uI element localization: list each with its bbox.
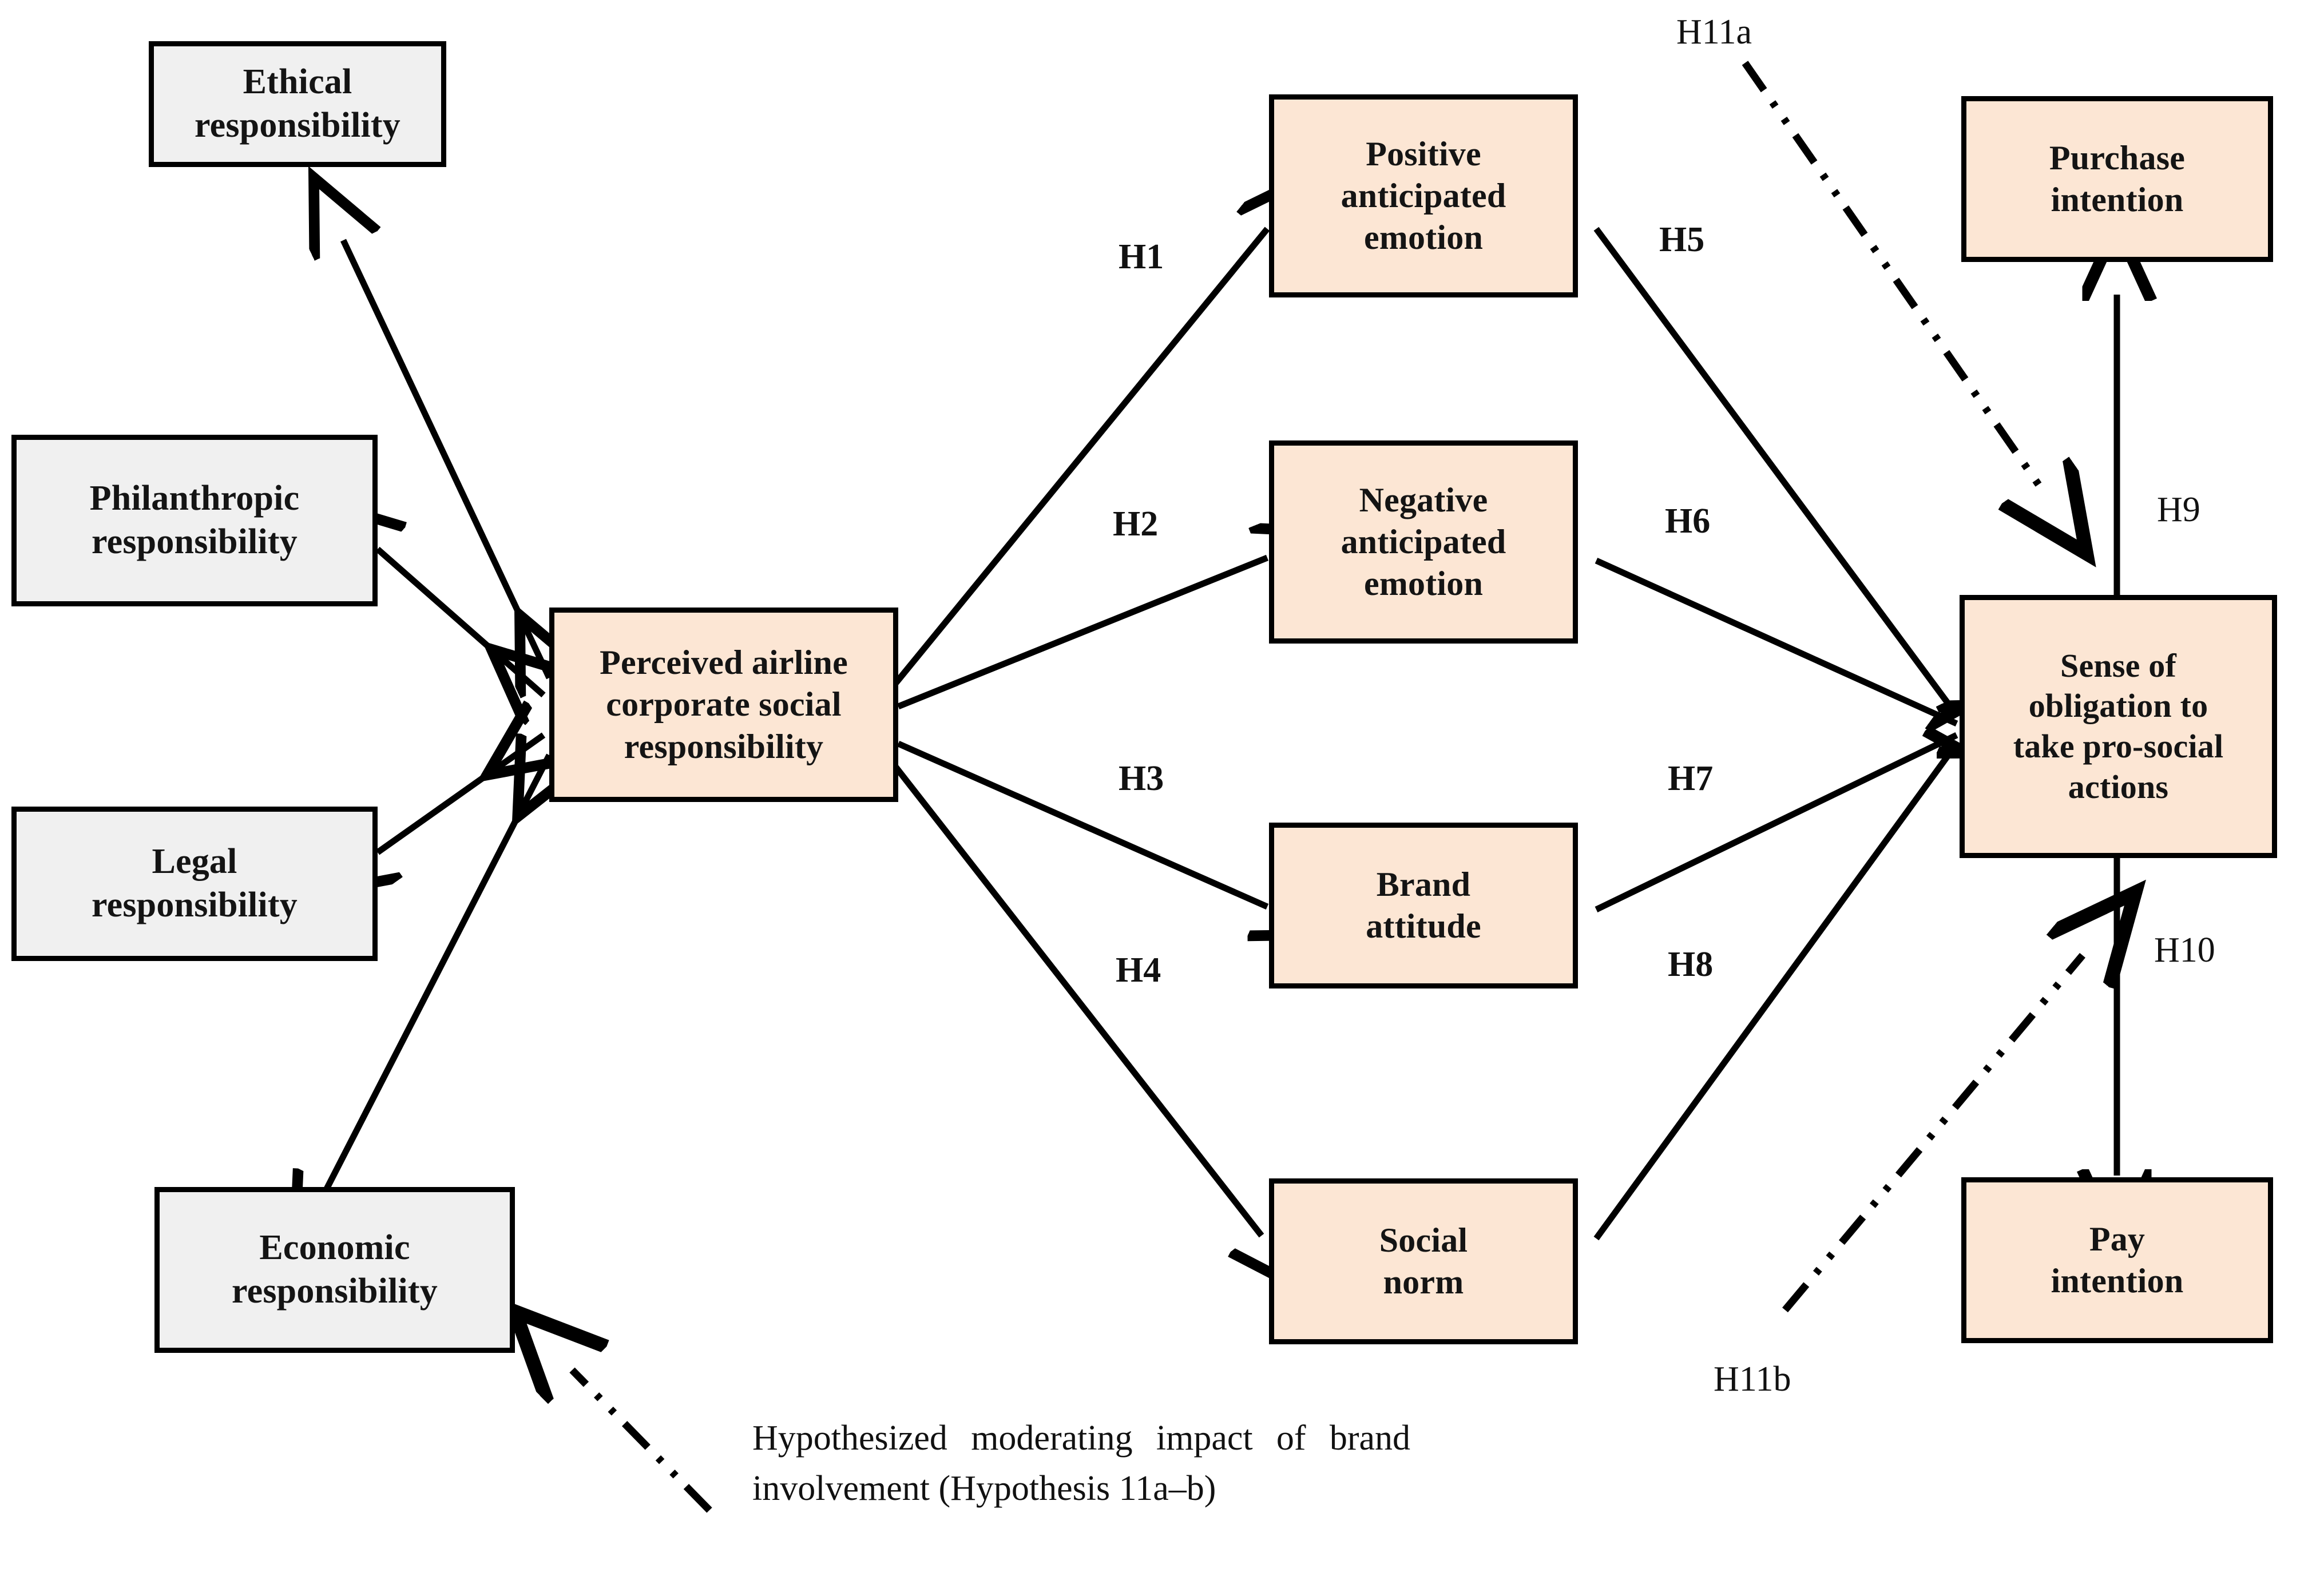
- node-positive-emotion-line1: Positive: [1366, 134, 1481, 173]
- node-legal-responsibility[interactable]: Legal responsibility: [11, 807, 378, 961]
- node-social-norm-line2: norm: [1383, 1263, 1464, 1301]
- edge-csr-legal: [378, 735, 544, 852]
- node-csr-line3: responsibility: [624, 727, 824, 765]
- node-pay-intention[interactable]: Pay intention: [1961, 1177, 2273, 1343]
- label-h5: H5: [1659, 220, 1705, 259]
- node-social-norm[interactable]: Social norm: [1269, 1178, 1578, 1344]
- node-ethical-line2: responsibility: [195, 106, 400, 145]
- legend-caption: Hypothesized moderating impact of brand …: [752, 1419, 1410, 1508]
- node-sense-of-obligation[interactable]: Sense of obligation to take pro-social a…: [1960, 595, 2277, 858]
- node-negative-emotion-line3: emotion: [1363, 565, 1484, 603]
- edge-h7: [1595, 735, 1957, 912]
- node-ethical-responsibility[interactable]: Ethical responsibility: [149, 41, 446, 167]
- label-h10: H10: [2154, 931, 2215, 970]
- node-brand-attitude-line1: Brand: [1376, 865, 1471, 903]
- legend-arrow: [572, 1370, 712, 1513]
- label-h9: H9: [2157, 490, 2200, 529]
- edge-mediators-obligation: [1593, 227, 1957, 1241]
- edge-h1: [893, 229, 1267, 686]
- node-brand-attitude-line2: attitude: [1366, 907, 1481, 945]
- node-purchase-intention-line2: intention: [2051, 181, 2184, 219]
- node-legal-line1: Legal: [152, 842, 237, 882]
- node-social-norm-line1: Social: [1379, 1221, 1468, 1259]
- label-h7: H7: [1668, 759, 1714, 798]
- node-philanthropic-line1: Philanthropic: [89, 479, 300, 518]
- node-negative-anticipated-emotion[interactable]: Negative anticipated emotion: [1269, 440, 1578, 644]
- edge-csr-philanthropic: [378, 549, 544, 695]
- edge-csr-mediators: [893, 229, 1267, 1236]
- label-h1: H1: [1119, 237, 1164, 276]
- node-legal-line2: responsibility: [92, 886, 298, 924]
- label-h11b: H11b: [1714, 1360, 1791, 1399]
- edge-h3: [897, 740, 1267, 907]
- node-economic-line2: responsibility: [232, 1272, 438, 1311]
- node-obligation-line3: take pro-social: [2013, 728, 2224, 765]
- node-csr-line1: Perceived airline: [600, 644, 848, 682]
- label-h6: H6: [1665, 502, 1711, 541]
- edge-csr-antecedents: [326, 240, 549, 1190]
- label-h4: H4: [1116, 951, 1161, 990]
- node-economic-line1: Economic: [259, 1228, 410, 1268]
- node-purchase-intention-line1: Purchase: [2049, 138, 2186, 177]
- node-perceived-airline-csr[interactable]: Perceived airline corporate social respo…: [549, 608, 898, 802]
- node-positive-emotion-line3: emotion: [1363, 219, 1484, 257]
- node-negative-emotion-line2: anticipated: [1341, 522, 1506, 561]
- edge-h2: [897, 558, 1267, 710]
- node-philanthropic-responsibility[interactable]: Philanthropic responsibility: [11, 435, 378, 606]
- label-h8: H8: [1668, 945, 1714, 984]
- node-negative-emotion-line1: Negative: [1359, 481, 1488, 519]
- node-obligation-line1: Sense of: [2060, 646, 2176, 684]
- edge-h4: [893, 764, 1262, 1236]
- node-csr-line2: corporate social: [606, 685, 842, 724]
- node-philanthropic-line2: responsibility: [92, 522, 298, 561]
- node-pay-intention-line2: intention: [2051, 1262, 2184, 1300]
- node-purchase-intention[interactable]: Purchase intention: [1961, 96, 2273, 262]
- label-h11a: H11a: [1676, 13, 1752, 51]
- node-obligation-line4: actions: [2068, 768, 2169, 805]
- node-economic-responsibility[interactable]: Economic responsibility: [154, 1187, 515, 1353]
- node-positive-emotion-line2: anticipated: [1341, 176, 1506, 215]
- node-pay-intention-line1: Pay: [2089, 1220, 2145, 1258]
- node-brand-attitude[interactable]: Brand attitude: [1269, 823, 1578, 988]
- edge-h8: [1593, 744, 1957, 1241]
- edge-h6: [1595, 557, 1957, 724]
- node-obligation-line2: obligation to: [2028, 687, 2208, 725]
- label-h2: H2: [1113, 505, 1159, 543]
- node-positive-anticipated-emotion[interactable]: Positive anticipated emotion: [1269, 94, 1578, 297]
- label-h3: H3: [1119, 759, 1164, 798]
- node-ethical-line1: Ethical: [243, 62, 352, 102]
- edge-h5: [1593, 227, 1957, 715]
